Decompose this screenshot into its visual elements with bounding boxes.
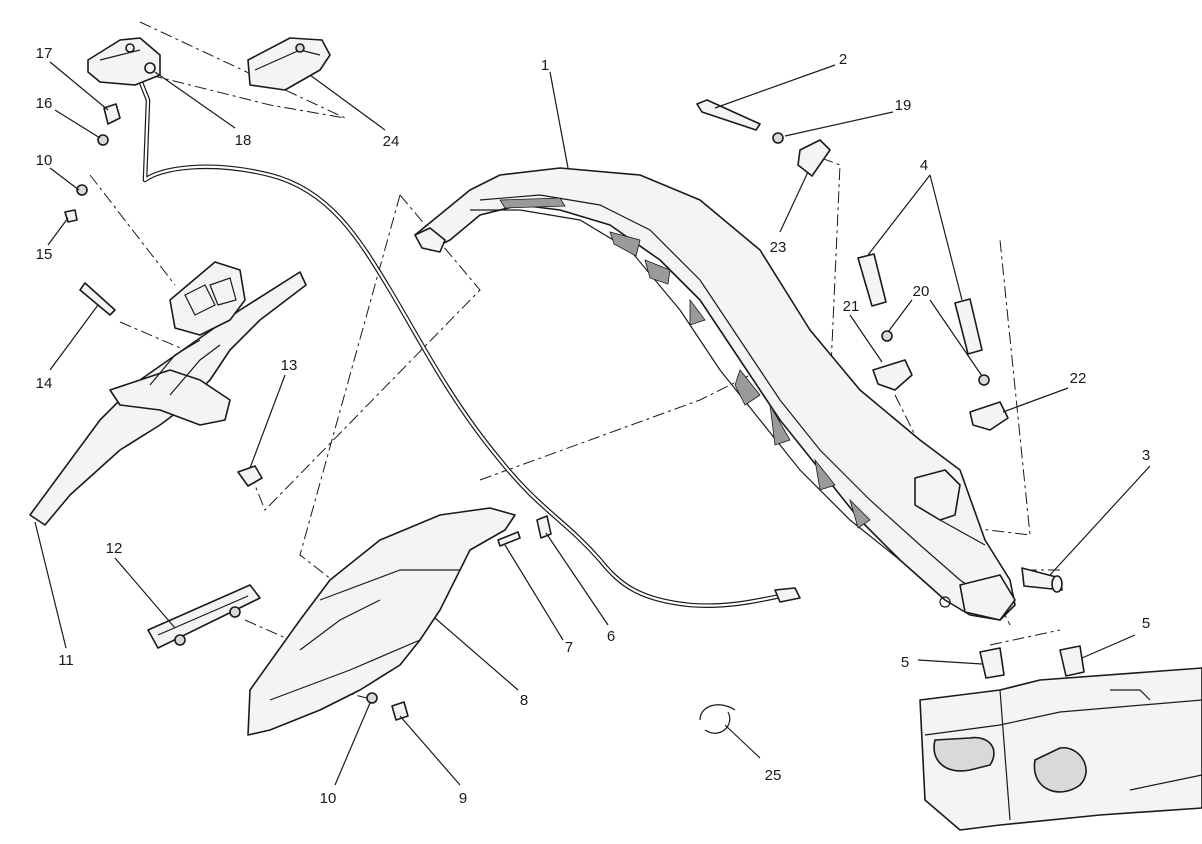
callout-12: 12 — [106, 540, 123, 557]
callout-1: 1 — [541, 57, 549, 74]
callout-20: 20 — [913, 283, 930, 300]
callout-16: 16 — [36, 95, 53, 112]
rear-fender-part-1 — [414, 167, 1016, 621]
callout-14: 14 — [36, 375, 53, 392]
callout-labels: 1 2 3 4 5 5 6 7 8 9 10 10 11 12 13 14 15… — [36, 45, 1151, 807]
callout-25: 25 — [765, 767, 782, 784]
small-fasteners-top-left — [64, 103, 121, 223]
callout-4: 4 — [920, 157, 928, 174]
lens-part-24 — [247, 37, 331, 91]
callout-13: 13 — [281, 357, 298, 374]
callout-5-left: 5 — [901, 654, 909, 671]
right-side-hardware — [696, 99, 1085, 734]
cover-8 — [247, 507, 516, 736]
reflector-12 — [147, 584, 261, 649]
callout-18: 18 — [235, 132, 252, 149]
callout-19: 19 — [895, 97, 912, 114]
callout-22: 22 — [1070, 370, 1087, 387]
callout-2: 2 — [839, 51, 847, 68]
callout-6: 6 — [607, 628, 615, 645]
callout-15: 15 — [36, 246, 53, 263]
callout-8: 8 — [520, 692, 528, 709]
swingarm-fragment — [919, 667, 1202, 831]
callout-21: 21 — [843, 298, 860, 315]
plate-holder-11 — [29, 261, 307, 526]
callout-17: 17 — [36, 45, 53, 62]
small-fasteners-lower — [366, 515, 552, 721]
callout-9: 9 — [459, 790, 467, 807]
callout-3: 3 — [1142, 447, 1150, 464]
clip-13 — [237, 465, 263, 487]
callout-10-lower: 10 — [320, 790, 337, 807]
callout-23: 23 — [770, 239, 787, 256]
callout-11: 11 — [58, 652, 74, 669]
leader-lines — [34, 61, 1151, 786]
license-light-cable — [137, 77, 801, 608]
license-light-18 — [87, 37, 161, 86]
callout-10-upper: 10 — [36, 152, 53, 169]
screw-14 — [79, 282, 116, 316]
callout-7: 7 — [565, 639, 573, 656]
callout-24: 24 — [383, 133, 400, 150]
callout-5-right: 5 — [1142, 615, 1150, 632]
